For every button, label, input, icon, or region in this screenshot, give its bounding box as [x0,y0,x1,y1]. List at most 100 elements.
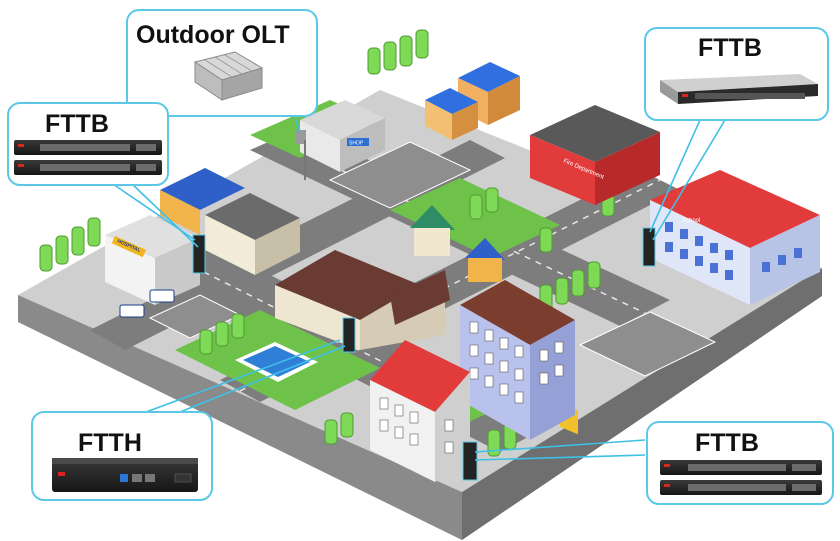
port-row [688,484,786,491]
window [484,375,494,388]
switch-ports [40,144,156,171]
window [794,248,802,258]
brand-logo [58,472,65,476]
brand-logo [18,144,24,147]
hospital-sign [111,236,147,258]
line-fttb-bottom-a [474,439,646,453]
pool-water [243,346,310,377]
swimming-pool [235,342,318,382]
tree [340,412,354,438]
fttb-cabinet-bottom [462,441,478,481]
tree [485,187,499,213]
window [665,222,673,232]
house-roof [465,238,505,260]
ont-port [120,474,128,482]
school-sign: School [682,218,700,224]
port-row [792,464,816,471]
fttb-cabinet-right [642,227,656,267]
house-body [468,258,502,282]
building-side [255,218,300,275]
blue-apartment [460,280,575,440]
tree [199,329,213,355]
tree [231,313,245,339]
window [514,368,524,381]
fin [224,54,253,72]
switch-device-image [660,74,818,104]
house-roof [458,62,520,92]
line-fttb-right-b [652,119,726,241]
window [499,360,509,373]
window [394,426,404,439]
blue-apt-roof [460,280,575,345]
large-house-wing-roof [390,270,450,325]
window [710,263,718,273]
window [665,242,673,252]
window [554,341,564,354]
window [762,262,770,272]
window [469,367,479,380]
port-row [688,464,786,471]
window [725,270,733,280]
window [409,411,419,424]
tree [367,47,381,75]
tree [539,227,553,253]
large-house-front [275,285,360,350]
window [379,419,389,432]
shop-building: SHOP [300,100,385,172]
fire-dept-side [595,132,660,205]
line-ftth-a [129,339,341,419]
large-house [275,250,450,350]
callout-outdoor-olt: Outdoor OLT [126,9,318,117]
window [444,441,454,454]
outdoor-olt-unit [296,130,306,144]
window [680,229,688,239]
shop-roof [300,100,385,140]
middle-houses [410,205,505,282]
switch-device-image [660,460,822,495]
school-roof [650,170,820,248]
callout-fttb-left: FTTB [7,102,169,186]
brand-logo [682,94,688,97]
callout-title-fttb-right: FTTB [698,34,762,62]
shop-sign [347,138,369,146]
ont-port [145,474,155,482]
tree [324,419,338,445]
window [695,236,703,246]
port-row [136,164,156,171]
white-apartment [370,340,470,482]
brand-logo [664,464,670,467]
switch-ports [688,464,816,491]
window [514,345,524,358]
switch-side [660,80,678,104]
school-building: School [650,170,820,305]
callout-fttb-bottom: FTTB [646,421,834,505]
left-houses [160,168,300,275]
house-front [160,190,200,235]
window [695,256,703,266]
tree [87,217,101,247]
house-roof [410,205,455,230]
window [484,329,494,342]
blue-apt-front [460,305,530,440]
base-side-left [18,295,462,540]
house-side [488,76,520,125]
fin [214,56,243,75]
tree [399,35,413,67]
window [725,250,733,260]
hospital-building: HOSPITAL [105,215,200,305]
house-side [452,102,478,140]
ont-port [132,474,142,482]
fin [204,59,233,78]
network-cabinets [192,130,656,481]
parking-lots [148,141,717,377]
blue-apt-windows [469,321,564,404]
outdoor-olt-device-image [193,51,264,101]
line-fttb-left-b [129,181,199,248]
building-roof [205,193,300,240]
tree [383,41,397,71]
port-row [792,484,816,491]
fiber-lines [109,117,726,461]
house-body [414,228,450,256]
